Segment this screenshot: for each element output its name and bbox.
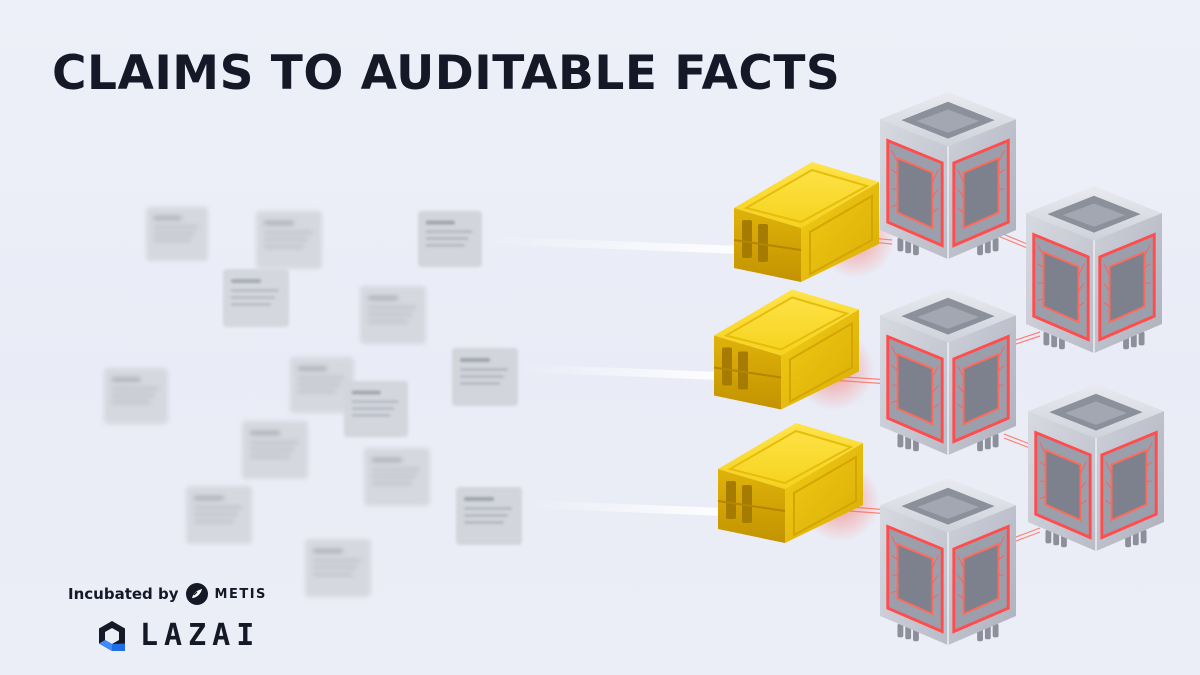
incubated-by: Incubated by METIS (68, 582, 267, 606)
claim-card (256, 211, 322, 269)
metis-leaf-icon (185, 583, 208, 605)
claim-card (242, 421, 308, 479)
light-beam (522, 500, 724, 516)
chip-cube (1026, 382, 1166, 553)
chip-cube (878, 90, 1018, 261)
claim-card (452, 348, 518, 406)
chip-cube (878, 286, 1018, 457)
light-beam (482, 236, 742, 254)
claim-card (364, 448, 430, 506)
chip-cube (878, 476, 1018, 647)
claim-card (360, 286, 426, 344)
claim-card (418, 210, 482, 268)
incubated-label: Incubated by (68, 585, 179, 603)
claim-card (223, 269, 289, 327)
claim-card (305, 539, 371, 597)
partner-name: METIS (214, 586, 267, 602)
claim-card (146, 206, 208, 262)
page-title: CLAIMS TO AUDITABLE FACTS (52, 46, 841, 101)
brand-logo: LAZAI (96, 620, 260, 652)
lazai-hexagon-icon (99, 621, 125, 651)
claim-card (456, 487, 522, 545)
chip-cubes (878, 90, 1166, 647)
claim-card (344, 380, 408, 438)
claim-cards-near (418, 210, 522, 545)
claim-card (186, 486, 252, 544)
light-beam (518, 364, 720, 380)
claim-card (104, 367, 168, 425)
brand-name: LAZAI (140, 618, 261, 653)
chip-cube (1024, 184, 1164, 355)
containers (712, 160, 881, 545)
light-beams (482, 236, 742, 516)
